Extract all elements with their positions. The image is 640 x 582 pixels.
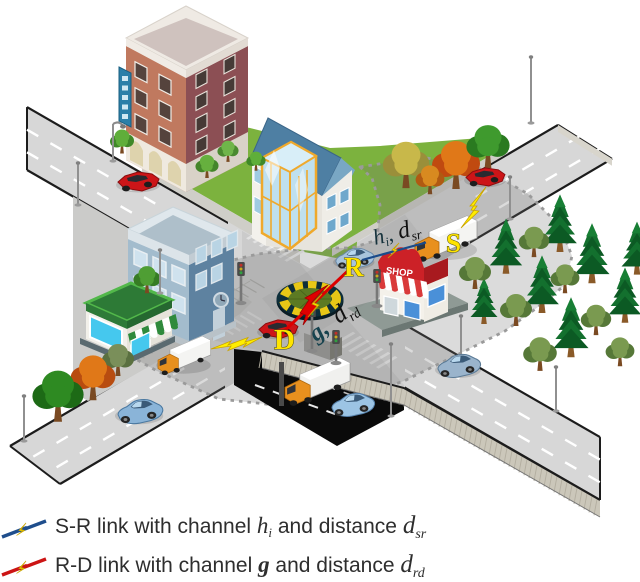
svg-text:D: D: [274, 324, 295, 356]
svg-text:SHOP: SHOP: [385, 265, 414, 279]
svg-text:S-R link with channel hi and d: S-R link with channel hi and distance ds…: [55, 512, 427, 542]
svg-text:R: R: [344, 252, 364, 282]
svg-text:R-D link with channel g and di: R-D link with channel g and distance drd: [55, 551, 426, 581]
svg-text:S: S: [446, 228, 461, 258]
